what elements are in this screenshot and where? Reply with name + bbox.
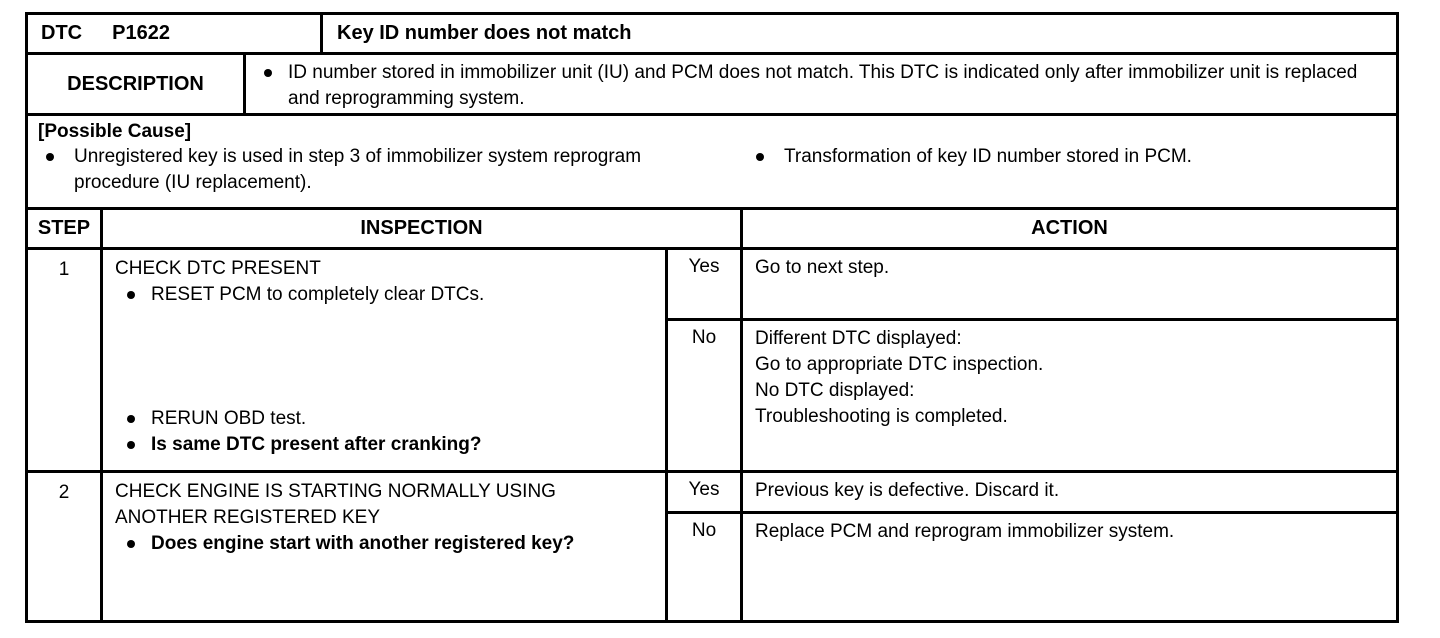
step-1-inspection-cell: CHECK DTC PRESENT RESET PCM to completel… xyxy=(103,250,668,470)
action-line: Troubleshooting is completed. xyxy=(755,406,1008,427)
description-label: DESCRIPTION xyxy=(67,72,204,95)
action-line: Different DTC displayed: xyxy=(755,328,962,349)
dtc-code-cell: DTC P1622 xyxy=(28,15,323,52)
step-1-row: 1 CHECK DTC PRESENT RESET PCM to complet… xyxy=(28,247,1396,470)
dtc-label: DTC xyxy=(41,22,83,44)
action-line: Previous key is defective. Discard it. xyxy=(755,480,1060,501)
step-2-yes-label: Yes xyxy=(668,473,743,511)
action-line: No DTC displayed: xyxy=(755,380,915,401)
action-line: Go to next step. xyxy=(755,257,890,278)
action-line: Go to appropriate DTC inspection. xyxy=(755,354,1044,375)
step-1-question-bullet: Is same DTC present after cranking? xyxy=(115,432,653,458)
step-1-inspection-bullet: RESET PCM to completely clear DTCs. xyxy=(115,282,653,308)
step-1-inspection-bottom: RERUN OBD test. Is same DTC present afte… xyxy=(115,406,653,458)
action-line: Replace PCM and reprogram immobilizer sy… xyxy=(755,521,1175,542)
step-column-header: STEP xyxy=(28,210,103,247)
step-2-row: 2 CHECK ENGINE IS STARTING NORMALLY USIN… xyxy=(28,470,1396,620)
step-2-yes-row: Yes Previous key is defective. Discard i… xyxy=(668,473,1396,511)
step-2-inspection-top: CHECK ENGINE IS STARTING NORMALLY USING … xyxy=(115,479,653,557)
step-1-inspection-title: CHECK DTC PRESENT xyxy=(115,258,321,279)
dtc-title: Key ID number does not match xyxy=(337,22,632,44)
step-1-no-label: No xyxy=(668,321,743,470)
dtc-title-cell: Key ID number does not match xyxy=(323,15,1396,52)
inspection-column-header: INSPECTION xyxy=(103,210,743,247)
dtc-troubleshooting-table: DTC P1622 Key ID number does not match D… xyxy=(25,12,1399,623)
description-row: DESCRIPTION ID number stored in immobili… xyxy=(28,52,1396,113)
step-2-inspection-cell: CHECK ENGINE IS STARTING NORMALLY USING … xyxy=(103,473,668,620)
possible-cause-columns: Unregistered key is used in step 3 of im… xyxy=(38,144,1386,196)
possible-cause-bullet-left: Unregistered key is used in step 3 of im… xyxy=(38,144,693,196)
description-label-cell: DESCRIPTION xyxy=(28,55,246,113)
dtc-code: P1622 xyxy=(112,22,170,44)
step-2-question-bullet: Does engine start with another registere… xyxy=(115,531,653,557)
possible-cause-heading: [Possible Cause] xyxy=(38,121,192,142)
step-2-no-action: Replace PCM and reprogram immobilizer sy… xyxy=(743,514,1396,620)
description-text-cell: ID number stored in immobilizer unit (IU… xyxy=(246,55,1396,113)
step-1-yes-row: Yes Go to next step. xyxy=(668,250,1396,318)
step-2-no-label: No xyxy=(668,514,743,620)
possible-cause-bullet-right: Transformation of key ID number stored i… xyxy=(748,144,1386,170)
step-1-yes-action: Go to next step. xyxy=(743,250,1396,318)
dtc-header-row: DTC P1622 Key ID number does not match xyxy=(28,15,1396,52)
step-1-number: 1 xyxy=(28,250,103,470)
step-1-results: Yes Go to next step. No Different DTC di… xyxy=(668,250,1396,470)
step-2-no-row: No Replace PCM and reprogram immobilizer… xyxy=(668,511,1396,620)
step-2-number: 2 xyxy=(28,473,103,620)
step-1-inspection-top: CHECK DTC PRESENT RESET PCM to completel… xyxy=(115,256,653,308)
action-column-header: ACTION xyxy=(1031,217,1108,239)
possible-cause-right: Transformation of key ID number stored i… xyxy=(693,144,1386,196)
possible-cause-left: Unregistered key is used in step 3 of im… xyxy=(38,144,693,196)
table-header-row: STEP INSPECTION ACTION xyxy=(28,207,1396,247)
step-2-yes-action: Previous key is defective. Discard it. xyxy=(743,473,1396,511)
step-2-inspection-title: CHECK ENGINE IS STARTING NORMALLY USING … xyxy=(115,481,556,528)
step-1-no-action: Different DTC displayed: Go to appropria… xyxy=(743,321,1396,470)
step-1-yes-label: Yes xyxy=(668,250,743,318)
possible-cause-section: [Possible Cause] Unregistered key is use… xyxy=(28,113,1396,207)
step-1-rerun-bullet: RERUN OBD test. xyxy=(115,406,653,432)
step-2-results: Yes Previous key is defective. Discard i… xyxy=(668,473,1396,620)
description-bullet: ID number stored in immobilizer unit (IU… xyxy=(252,60,1382,112)
step-1-no-row: No Different DTC displayed: Go to approp… xyxy=(668,318,1396,470)
